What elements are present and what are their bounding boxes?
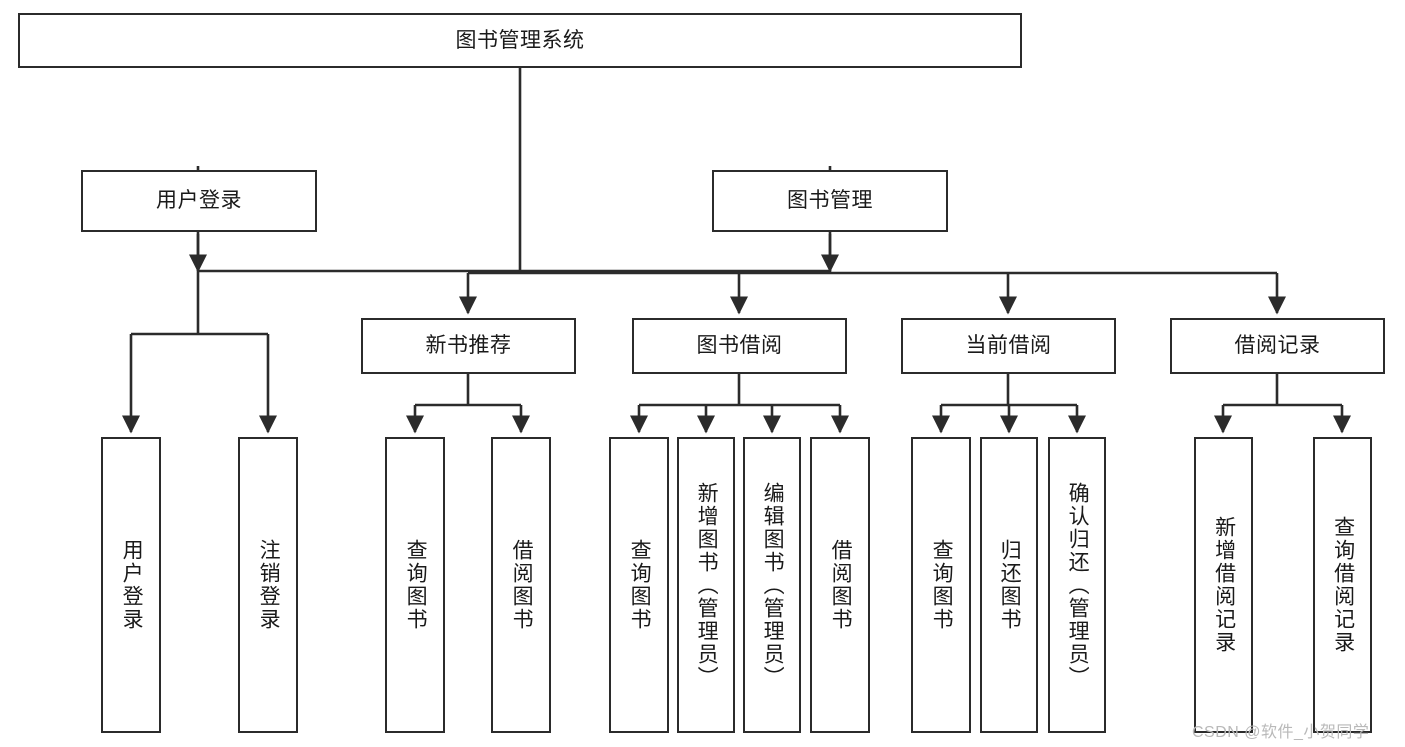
- node-leaf-borrow-book-2-label: 借阅图书: [829, 539, 853, 631]
- node-leaf-return-book[interactable]: 归还图书: [980, 437, 1038, 733]
- node-leaf-query-book-2[interactable]: 查询图书: [609, 437, 669, 733]
- node-leaf-query-record[interactable]: 查询借阅记录: [1313, 437, 1372, 733]
- node-leaf-query-book-1-label: 查询图书: [404, 539, 428, 631]
- node-book-management-label: 图书管理: [787, 189, 873, 213]
- node-leaf-edit-book[interactable]: 编辑图书（管理员）: [743, 437, 801, 733]
- node-leaf-confirm-return-label: 确认归还（管理员）: [1066, 481, 1090, 689]
- node-borrow-record-label: 借阅记录: [1234, 334, 1321, 358]
- node-borrow-record[interactable]: 借阅记录: [1170, 318, 1385, 374]
- node-leaf-query-book-2-label: 查询图书: [628, 539, 652, 631]
- node-leaf-edit-book-label: 编辑图书（管理员）: [761, 481, 785, 689]
- node-root[interactable]: 图书管理系统: [18, 13, 1022, 68]
- node-leaf-logout-label: 注销登录: [257, 539, 281, 631]
- node-leaf-borrow-book-1[interactable]: 借阅图书: [491, 437, 551, 733]
- node-current-borrow-label: 当前借阅: [965, 334, 1052, 358]
- node-root-label: 图书管理系统: [455, 28, 585, 52]
- node-new-book-recommend[interactable]: 新书推荐: [361, 318, 576, 374]
- node-leaf-return-book-label: 归还图书: [998, 539, 1022, 631]
- node-leaf-confirm-return[interactable]: 确认归还（管理员）: [1048, 437, 1106, 733]
- node-leaf-query-book-3-label: 查询图书: [930, 539, 954, 631]
- node-new-book-recommend-label: 新书推荐: [425, 334, 512, 358]
- node-leaf-borrow-book-2[interactable]: 借阅图书: [810, 437, 870, 733]
- node-leaf-user-login-label: 用户登录: [120, 539, 144, 631]
- node-leaf-logout[interactable]: 注销登录: [238, 437, 298, 733]
- node-leaf-query-book-1[interactable]: 查询图书: [385, 437, 445, 733]
- node-leaf-add-book-label: 新增图书（管理员）: [695, 481, 719, 689]
- node-current-borrow[interactable]: 当前借阅: [901, 318, 1116, 374]
- node-user-login[interactable]: 用户登录: [81, 170, 317, 232]
- node-leaf-query-record-label: 查询借阅记录: [1331, 516, 1355, 654]
- node-book-management[interactable]: 图书管理: [712, 170, 948, 232]
- node-leaf-user-login[interactable]: 用户登录: [101, 437, 161, 733]
- node-leaf-add-record[interactable]: 新增借阅记录: [1194, 437, 1253, 733]
- node-user-login-label: 用户登录: [156, 189, 242, 213]
- node-leaf-add-book[interactable]: 新增图书（管理员）: [677, 437, 735, 733]
- node-book-borrow[interactable]: 图书借阅: [632, 318, 847, 374]
- node-leaf-query-book-3[interactable]: 查询图书: [911, 437, 971, 733]
- node-book-borrow-label: 图书借阅: [696, 334, 783, 358]
- node-leaf-borrow-book-1-label: 借阅图书: [510, 539, 534, 631]
- node-leaf-add-record-label: 新增借阅记录: [1212, 516, 1236, 654]
